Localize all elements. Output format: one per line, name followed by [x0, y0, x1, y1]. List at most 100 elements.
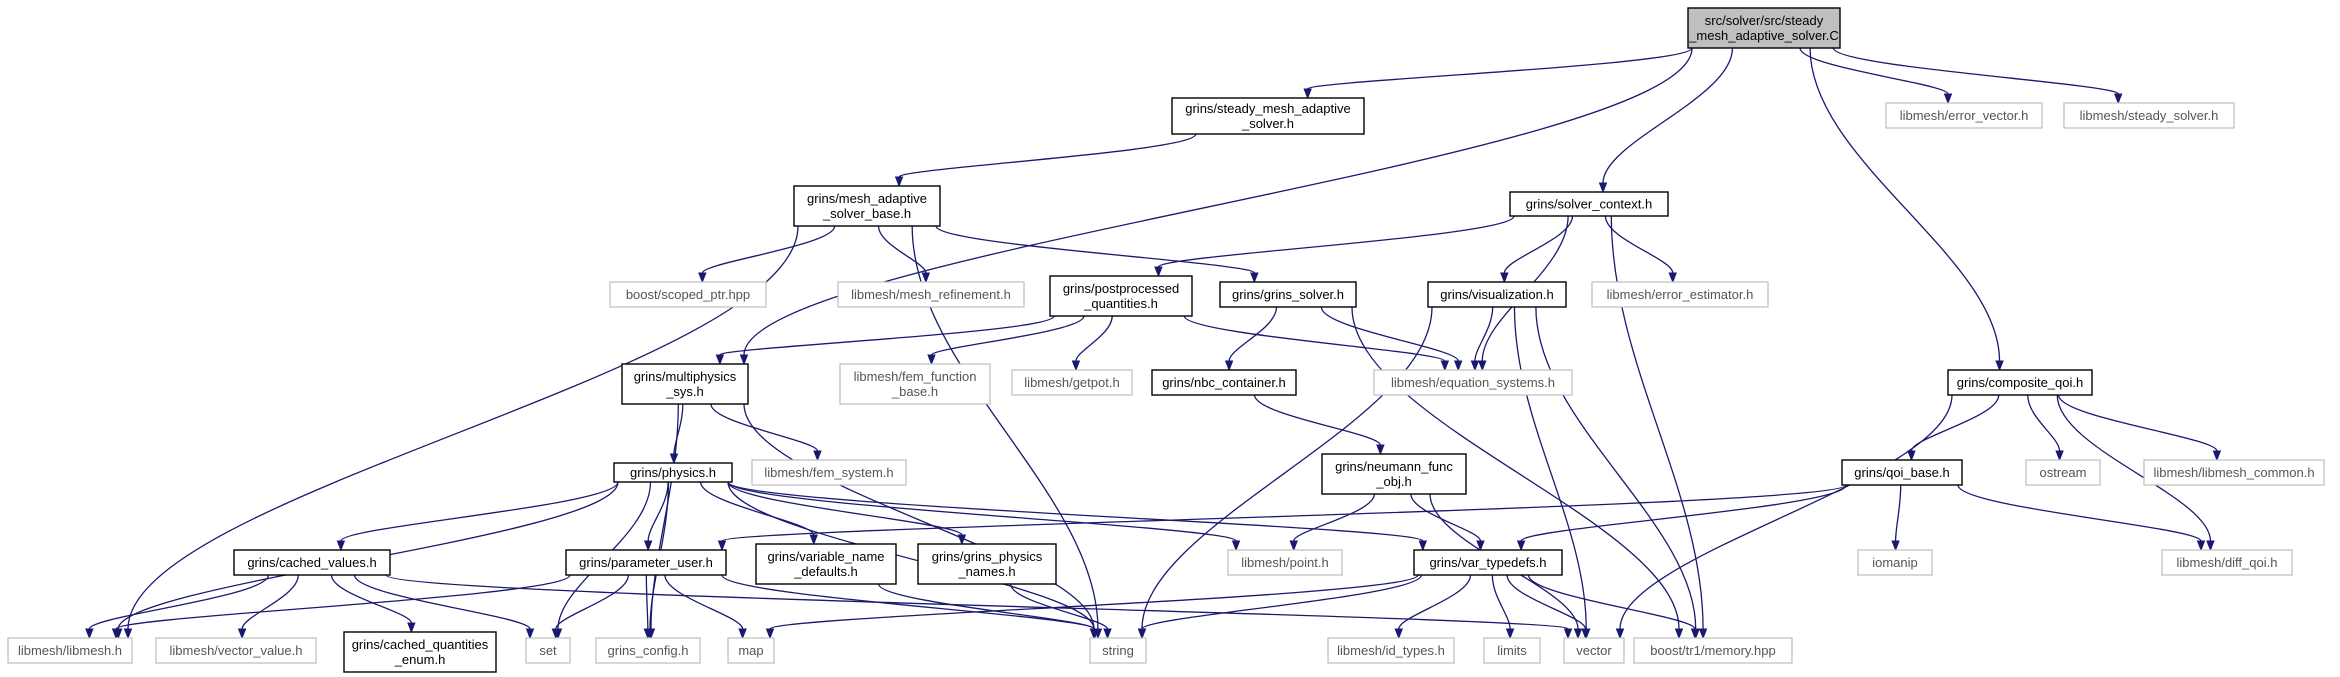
node-nbc-container[interactable]: grins/nbc_container.h — [1151, 369, 1297, 396]
node-box — [1327, 637, 1455, 664]
node-mesh-refinement: libmesh/mesh_refinement.h — [837, 281, 1025, 308]
edge-arrowhead — [765, 628, 775, 640]
node-box — [1227, 549, 1343, 576]
node-box — [1885, 102, 2043, 129]
edge-composite-qoi-to-qoi-base — [1910, 394, 2000, 452]
node-visualization[interactable]: grins/visualization.h — [1427, 281, 1567, 308]
node-box — [1563, 637, 1625, 664]
edge-arrowhead — [1598, 182, 1608, 194]
node-label: _obj.h — [1375, 474, 1411, 489]
edge-arrowhead — [1668, 272, 1677, 284]
edge-visualization-to-vector — [1513, 306, 1587, 630]
node-box — [2161, 549, 2293, 576]
edge-cached-values-to-libmesh — [88, 574, 270, 630]
edge-cached-values-to-cached-quantities-enum — [330, 574, 413, 624]
edge-arrowhead — [1224, 360, 1234, 372]
node-id-types: libmesh/id_types.h — [1327, 637, 1455, 664]
edge-arrowhead — [739, 354, 749, 366]
edge-parameter-user-to-libmesh — [115, 574, 571, 630]
edge-mesh-adaptive-base-to-scoped-ptr — [701, 225, 836, 274]
edge-arrowhead — [643, 540, 653, 552]
node-box — [1841, 459, 1963, 486]
node-steady-solver: libmesh/steady_solver.h — [2063, 102, 2235, 129]
edge-arrowhead — [927, 354, 936, 366]
node-steady-mesh[interactable]: grins/steady_mesh_adaptive_solver.h — [1171, 97, 1365, 135]
edge-arrowhead — [407, 622, 416, 634]
edge-nbc-container-to-neumann-func — [1253, 394, 1382, 446]
node-label: libmesh/libmesh_common.h — [2153, 465, 2314, 480]
edge-arrowhead — [1250, 272, 1259, 284]
edge-arrowhead — [2196, 540, 2206, 552]
node-qoi-base[interactable]: grins/qoi_base.h — [1841, 459, 1963, 486]
edge-physics-to-string — [727, 481, 1095, 630]
edge-cached-values-to-vector — [385, 574, 1569, 630]
node-label: grins/grins_solver.h — [1232, 287, 1344, 302]
node-box — [1219, 281, 1357, 308]
node-box — [1373, 369, 1573, 396]
edge-arrowhead — [957, 534, 967, 546]
node-grins-config: grins_config.h — [595, 637, 701, 664]
node-error-estimator: libmesh/error_estimator.h — [1591, 281, 1769, 308]
node-box — [727, 637, 775, 664]
node-postprocessed[interactable]: grins/postprocessed_quantities.h — [1049, 275, 1193, 317]
edge-qoi-base-to-iomanip — [1894, 484, 1902, 542]
node-multiphysics[interactable]: grins/multiphysics_sys.h — [621, 363, 749, 405]
node-box — [2025, 459, 2101, 486]
node-box — [751, 459, 907, 486]
node-vector: vector — [1563, 637, 1625, 664]
edge-arrowhead — [1690, 628, 1700, 640]
node-label: boost/tr1/memory.hpp — [1650, 643, 1775, 658]
node-label: ostream — [2040, 465, 2087, 480]
node-mesh-adaptive-base[interactable]: grins/mesh_adaptive_solver_base.h — [793, 185, 941, 227]
node-box — [609, 281, 767, 308]
node-box — [1171, 97, 1365, 135]
node-box — [1089, 637, 1147, 664]
node-box — [2143, 459, 2325, 486]
node-physics[interactable]: grins/physics.h — [613, 462, 733, 483]
node-root[interactable]: src/solver/src/steady_mesh_adaptive_solv… — [1687, 7, 1841, 49]
edge-arrowhead — [1090, 628, 1099, 640]
node-box — [7, 637, 133, 664]
node-var-typedefs[interactable]: grins/var_typedefs.h — [1413, 549, 1563, 576]
edge-arrowhead — [1573, 628, 1583, 640]
edge-arrowhead — [111, 628, 121, 640]
node-libmesh-common: libmesh/libmesh_common.h — [2143, 459, 2325, 486]
node-cached-quantities-enum[interactable]: grins/cached_quantities_enum.h — [343, 631, 497, 673]
node-composite-qoi[interactable]: grins/composite_qoi.h — [1947, 369, 2093, 396]
node-grins-physics-names[interactable]: grins/grins_physics_names.h — [917, 543, 1057, 585]
edge-arrowhead — [525, 628, 535, 640]
node-box — [233, 549, 391, 576]
node-box — [525, 637, 571, 664]
edge-arrowhead — [669, 453, 679, 465]
node-iomanip: iomanip — [1857, 549, 1933, 576]
node-box — [1633, 637, 1793, 664]
edge-composite-qoi-to-vector — [1619, 394, 1953, 630]
node-label: libmesh/diff_qoi.h — [2177, 555, 2278, 570]
node-neumann-func[interactable]: grins/neumann_func_obj.h — [1321, 453, 1467, 495]
edge-arrowhead — [1698, 628, 1708, 640]
edge-arrowhead — [1440, 360, 1450, 372]
node-box — [839, 363, 991, 405]
node-parameter-user[interactable]: grins/parameter_user.h — [565, 549, 727, 576]
node-label: libmesh/id_types.h — [1337, 643, 1445, 658]
edge-qoi-base-to-var-typedefs — [1520, 484, 1847, 542]
node-grins-solver[interactable]: grins/grins_solver.h — [1219, 281, 1357, 308]
edge-physics-to-variable-name-defaults — [699, 481, 815, 536]
node-solver-context[interactable]: grins/solver_context.h — [1509, 191, 1669, 217]
node-label: grins/multiphysics — [634, 369, 737, 384]
node-variable-name-defaults[interactable]: grins/variable_name_defaults.h — [755, 543, 897, 585]
edge-physics-to-grins-physics-names — [727, 481, 963, 536]
edge-arrowhead — [85, 628, 94, 640]
edge-arrowhead — [1581, 628, 1590, 640]
node-label: grins/cached_values.h — [247, 555, 376, 570]
edge-arrowhead — [1505, 628, 1515, 640]
edge-root-to-steady-mesh — [1307, 47, 1693, 90]
edge-solver-context-to-postprocessed — [1157, 215, 1515, 268]
edge-arrowhead — [1103, 628, 1112, 640]
edge-arrowhead — [1376, 444, 1385, 456]
node-cached-values[interactable]: grins/cached_values.h — [233, 549, 391, 576]
edge-solver-context-to-error-estimator — [1604, 215, 1674, 274]
edge-composite-qoi-to-ostream — [2027, 394, 2061, 452]
node-label: string — [1102, 643, 1134, 658]
